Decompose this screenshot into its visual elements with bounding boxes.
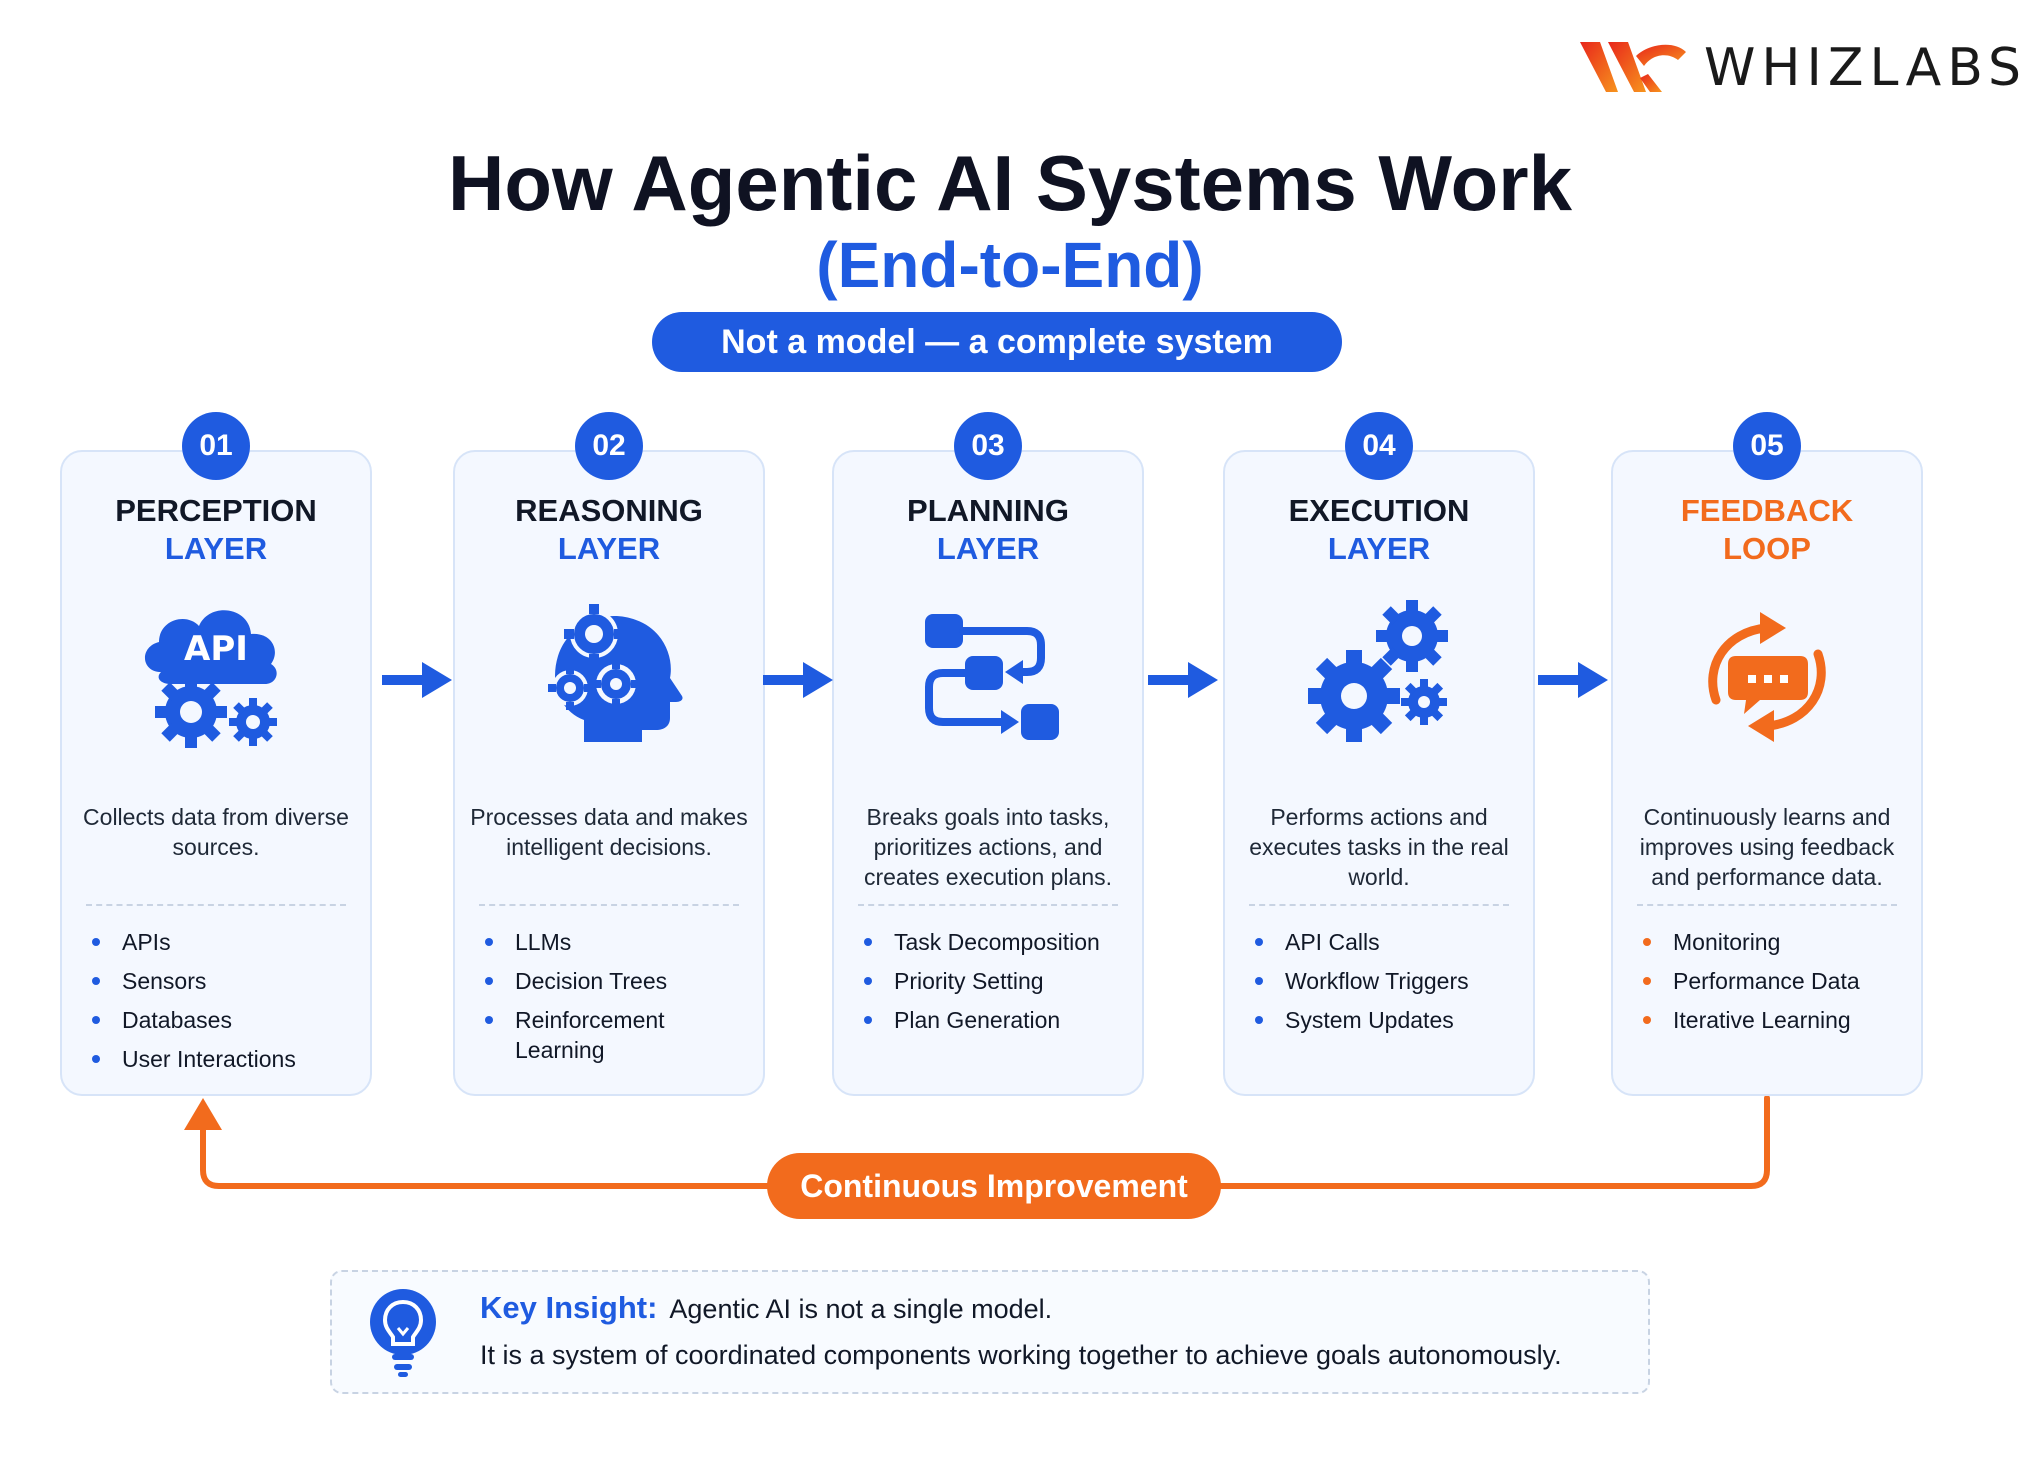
- step-description: Breaks goals into tasks, prioritizes act…: [863, 804, 1113, 890]
- divider: [86, 904, 346, 906]
- arrow-right-icon: [1148, 662, 1218, 698]
- list-item: APIs: [92, 927, 354, 957]
- step-card-reasoning: 02 REASONING LAYER Processes data and ma…: [453, 412, 765, 1096]
- step-items-list: LLMs Decision Trees Reinforcement Learni…: [485, 927, 747, 1074]
- step-number-badge: 01: [182, 412, 250, 480]
- page-title: How Agentic AI Systems Work: [447, 139, 1573, 227]
- list-item: Workflow Triggers: [1255, 966, 1517, 996]
- list-item: System Updates: [1255, 1005, 1517, 1035]
- step-number-badge: 02: [575, 412, 643, 480]
- logo-text: WHIZLABS: [1704, 38, 2020, 98]
- page-subtitle: (End-to-End): [816, 229, 1204, 301]
- step-number-badge: 04: [1345, 412, 1413, 480]
- divider: [1637, 904, 1897, 906]
- list-item: Decision Trees: [485, 966, 747, 996]
- flowchart-icon: [925, 614, 1059, 740]
- list-item: Performance Data: [1643, 966, 1905, 996]
- step-card-perception: 01 PERCEPTION LAYER API: [60, 412, 372, 1096]
- list-item: Priority Setting: [864, 966, 1126, 996]
- list-item: User Interactions: [92, 1044, 354, 1074]
- tagline-pill: Not a model — a complete system: [652, 312, 1342, 372]
- step-title-line1: REASONING: [515, 493, 703, 528]
- step-title-line1: FEEDBACK: [1680, 493, 1854, 528]
- arrow-right-icon: [382, 662, 452, 698]
- list-item: Task Decomposition: [864, 927, 1126, 957]
- list-item: API Calls: [1255, 927, 1517, 957]
- insight-line-1: Key Insight: Agentic AI is not a single m…: [480, 1290, 1052, 1326]
- gears-icon: [1308, 600, 1448, 742]
- step-title-line2: LAYER: [1327, 531, 1431, 566]
- step-items-list: API Calls Workflow Triggers System Updat…: [1255, 927, 1517, 1044]
- arrow-right-icon: [763, 662, 833, 698]
- list-item: Monitoring: [1643, 927, 1905, 957]
- step-card-planning: 03 PLANNING LAYER Breaks goals into task…: [832, 412, 1144, 1096]
- step-title: FEEDBACK LOOP: [1613, 492, 1921, 568]
- divider: [858, 904, 1118, 906]
- step-items-list: APIs Sensors Databases User Interactions: [92, 927, 354, 1083]
- step-number-badge: 05: [1733, 412, 1801, 480]
- list-item: Databases: [92, 1005, 354, 1035]
- head-gears-icon: [548, 604, 683, 742]
- step-card-execution: 04 EXECUTION LAYER: [1223, 412, 1535, 1096]
- step-items-list: Monitoring Performance Data Iterative Le…: [1643, 927, 1905, 1044]
- step-description: Processes data and makes intelligent dec…: [470, 804, 748, 860]
- feedback-cycle-icon: [1708, 612, 1826, 742]
- step-items-list: Task Decomposition Priority Setting Plan…: [864, 927, 1126, 1044]
- step-card-feedback: 05 FEEDBACK LOOP Continuously learns and…: [1611, 412, 1923, 1096]
- step-title: PLANNING LAYER: [834, 492, 1142, 568]
- insight-line-2: It is a system of coordinated components…: [480, 1340, 1562, 1370]
- step-description: Performs actions and executes tasks in t…: [1249, 804, 1509, 890]
- continuous-improvement-pill: Continuous Improvement: [767, 1153, 1221, 1219]
- divider: [1249, 904, 1509, 906]
- arrow-right-icon: [1538, 662, 1608, 698]
- lightbulb-icon: [370, 1289, 436, 1377]
- api-label: API: [184, 629, 248, 669]
- loop-arrowhead-icon: [184, 1098, 222, 1130]
- insight-text-1: Agentic AI is not a single model.: [669, 1294, 1053, 1324]
- list-item: Plan Generation: [864, 1005, 1126, 1035]
- step-description: Collects data from diverse sources.: [83, 804, 349, 860]
- whizlabs-logo: WHIZLABS: [1578, 38, 2020, 98]
- list-item: Iterative Learning: [1643, 1005, 1905, 1035]
- whizlabs-logo-icon: [1580, 42, 1686, 92]
- list-item: Sensors: [92, 966, 354, 996]
- step-description: Continuously learns and improves using f…: [1639, 804, 1895, 890]
- list-item: LLMs: [485, 927, 747, 957]
- step-title-line2: LOOP: [1723, 531, 1811, 566]
- step-title: EXECUTION LAYER: [1225, 492, 1533, 568]
- step-title-line1: PERCEPTION: [115, 493, 317, 528]
- insight-key-label: Key Insight:: [480, 1290, 658, 1325]
- step-title-line1: EXECUTION: [1288, 493, 1470, 528]
- step-title: PERCEPTION LAYER: [62, 492, 370, 568]
- step-title-line2: LAYER: [164, 531, 268, 566]
- step-title-line1: PLANNING: [907, 493, 1069, 528]
- api-cloud-gears-icon: API: [144, 610, 277, 748]
- step-title-line2: LAYER: [557, 531, 661, 566]
- key-insight-box: Key Insight: Agentic AI is not a single m…: [330, 1270, 1650, 1394]
- list-item: Reinforcement Learning: [485, 1005, 747, 1065]
- step-title-line2: LAYER: [936, 531, 1040, 566]
- divider: [479, 904, 739, 906]
- step-title: REASONING LAYER: [455, 492, 763, 568]
- step-number-badge: 03: [954, 412, 1022, 480]
